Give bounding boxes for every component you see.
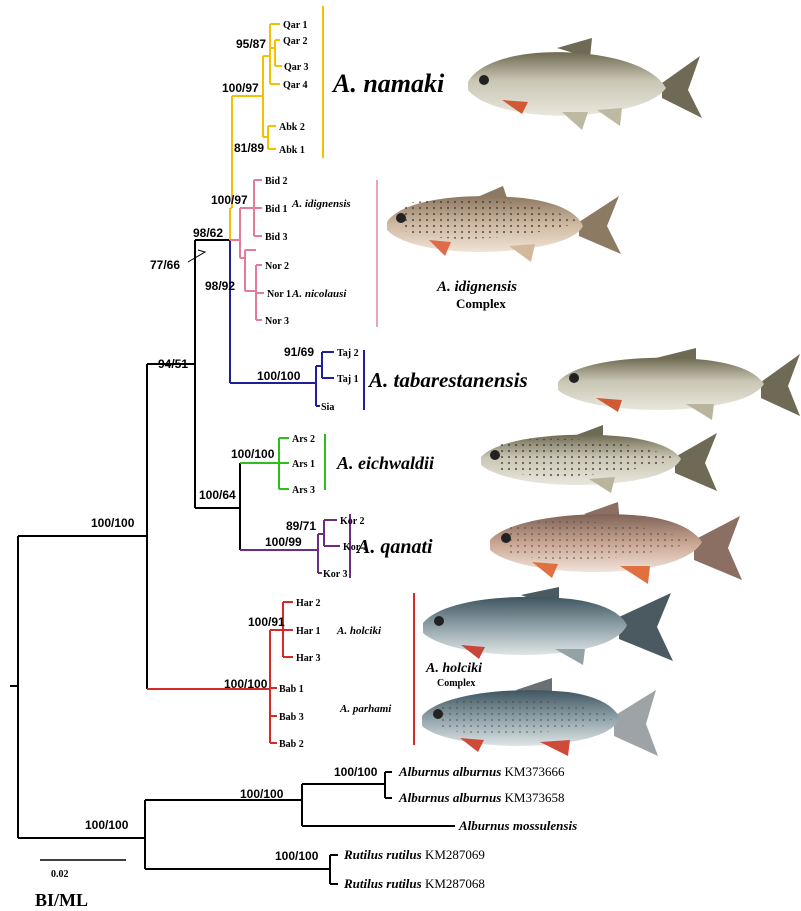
complex-label-holciki-word: Complex bbox=[437, 678, 475, 689]
clade-label-idignensis: A. idignensis bbox=[291, 198, 351, 210]
support-nor: 98/92 bbox=[205, 279, 235, 293]
tip-ars2: Ars 2 bbox=[292, 434, 315, 445]
outgroup-2: Alburnus alburnus KM373658 bbox=[398, 790, 564, 805]
tip-taj1: Taj 1 bbox=[337, 374, 359, 385]
clade-label-namaki: A. namaki bbox=[331, 69, 445, 98]
tip-ars1: Ars 1 bbox=[292, 459, 315, 470]
tip-bab1: Bab 1 bbox=[279, 684, 304, 695]
support-rutilus: 100/100 bbox=[275, 849, 319, 863]
fish-qanati-image bbox=[490, 502, 742, 584]
tip-qar3: Qar 3 bbox=[284, 62, 309, 73]
tip-qar1: Qar 1 bbox=[283, 20, 308, 31]
support-abk: 81/89 bbox=[234, 141, 264, 155]
tip-har2: Har 2 bbox=[296, 598, 321, 609]
tip-abk2: Abk 2 bbox=[279, 122, 305, 133]
tip-nor3: Nor 3 bbox=[265, 316, 289, 327]
tip-bab3: Bab 3 bbox=[279, 712, 304, 723]
outgroup-4: Rutilus rutilus KM287069 bbox=[343, 847, 485, 862]
fish-tabarestanensis-image bbox=[558, 348, 800, 420]
clade-label-qanati: A. qanati bbox=[355, 536, 433, 558]
fish-parhami-image bbox=[422, 678, 658, 756]
clade-label-holciki: A. holciki bbox=[336, 625, 382, 637]
tip-kor2: Kor 2 bbox=[340, 516, 365, 527]
fish-holciki-image bbox=[423, 587, 673, 665]
outgroup-1: Alburnus alburnus KM373666 bbox=[398, 764, 565, 779]
support-namaki: 100/97 bbox=[222, 81, 259, 95]
outgroup-3: Alburnus mossulensis bbox=[458, 818, 577, 833]
support-har: 100/91 bbox=[248, 615, 285, 629]
support-bid: 100/97 bbox=[211, 193, 248, 207]
tip-bab2: Bab 2 bbox=[279, 739, 304, 750]
complex-label-holciki-sp: A. holciki bbox=[425, 661, 482, 676]
tip-bid2: Bid 2 bbox=[265, 176, 288, 187]
tip-nor1: Nor 1 bbox=[267, 289, 291, 300]
method-label: BI/ML bbox=[35, 890, 88, 910]
support-taj: 91/69 bbox=[284, 345, 314, 359]
tip-taj2: Taj 2 bbox=[337, 348, 359, 359]
support-kor: 89/71 bbox=[286, 519, 316, 533]
support-qar12: 95/87 bbox=[236, 37, 266, 51]
tip-nor2: Nor 2 bbox=[265, 261, 289, 272]
complex-label-idignensis-sp: A. idignensis bbox=[436, 279, 517, 295]
support-ars-kor: 100/64 bbox=[199, 488, 236, 502]
support-alburnus-pair: 100/100 bbox=[334, 765, 378, 779]
outgroup-5-accession: KM287068 bbox=[425, 876, 485, 891]
tip-bid1: Bid 1 bbox=[265, 204, 288, 215]
outgroup-1-accession: KM373666 bbox=[505, 764, 565, 779]
clade-label-tabarestanensis: A. tabarestanensis bbox=[367, 368, 528, 392]
support-holciki: 100/100 bbox=[224, 677, 268, 691]
complex-label-idignensis-word: Complex bbox=[456, 296, 506, 311]
support-tabar: 100/100 bbox=[257, 369, 301, 383]
tip-har3: Har 3 bbox=[296, 653, 321, 664]
support-out-upper: 100/100 bbox=[240, 787, 284, 801]
support-qanati: 100/99 bbox=[265, 535, 302, 549]
clade-label-eichwaldii: A. eichwaldii bbox=[336, 453, 434, 473]
tip-qar2: Qar 2 bbox=[283, 36, 308, 47]
tip-bid3: Bid 3 bbox=[265, 232, 288, 243]
outgroup-5: Rutilus rutilus KM287068 bbox=[343, 876, 485, 891]
tip-ars3: Ars 3 bbox=[292, 485, 315, 496]
clade-label-nicolausi: A. nicolausi bbox=[291, 288, 347, 300]
outgroup-4-species: Rutilus rutilus bbox=[343, 847, 422, 862]
tip-abk1: Abk 1 bbox=[279, 145, 305, 156]
scale-bar: 0.02 bbox=[40, 860, 126, 880]
outgroup-4-accession: KM287069 bbox=[425, 847, 485, 862]
support-root: 100/100 bbox=[85, 818, 129, 832]
outgroup-2-species: Alburnus alburnus bbox=[398, 790, 501, 805]
support-pointer bbox=[188, 250, 205, 262]
outgroup-3-species: Alburnus mossulensis bbox=[458, 818, 577, 833]
tip-sia: Sia bbox=[321, 402, 334, 413]
support-upper: 94/51 bbox=[158, 357, 188, 371]
scale-bar-label: 0.02 bbox=[51, 869, 69, 880]
support-nor-node: 77/66 bbox=[150, 258, 180, 272]
outgroup-2-accession: KM373658 bbox=[505, 790, 565, 805]
tip-kor3: Kor 3 bbox=[323, 569, 348, 580]
outgroup-1-species: Alburnus alburnus bbox=[398, 764, 501, 779]
fish-eichwaldii-image bbox=[481, 425, 717, 493]
tip-har1: Har 1 bbox=[296, 626, 321, 637]
fish-namaki-image bbox=[468, 38, 702, 130]
tip-qar4: Qar 4 bbox=[283, 80, 308, 91]
fish-idignensis-image bbox=[387, 186, 621, 262]
outgroup-5-species: Rutilus rutilus bbox=[343, 876, 422, 891]
clade-label-parhami: A. parhami bbox=[339, 703, 392, 715]
support-idig-core: 98/62 bbox=[193, 226, 223, 240]
support-ars: 100/100 bbox=[231, 447, 275, 461]
support-ingroup: 100/100 bbox=[91, 516, 135, 530]
